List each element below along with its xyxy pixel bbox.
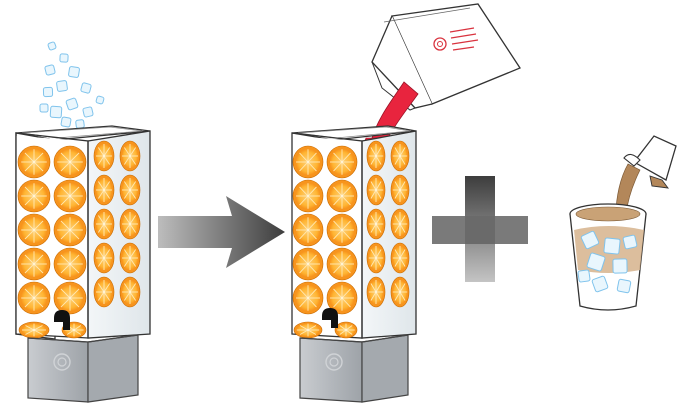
orange-slice xyxy=(53,145,87,179)
package-label xyxy=(433,27,479,51)
right-arrow-icon xyxy=(158,196,285,268)
orange-slice xyxy=(292,281,324,315)
orange-slice xyxy=(334,321,358,339)
ice-cube xyxy=(616,278,632,294)
dispenser-right xyxy=(291,125,417,403)
orange-slice xyxy=(17,213,51,247)
iced-cup-icon xyxy=(569,203,647,311)
ice-cube xyxy=(49,105,63,119)
orange-slice xyxy=(53,281,87,315)
orange-slice xyxy=(390,140,410,172)
orange-slice xyxy=(292,213,324,247)
ice-cube xyxy=(44,64,56,76)
orange-slice xyxy=(366,242,386,274)
orange-slice xyxy=(390,242,410,274)
ice-cube xyxy=(75,119,85,129)
ice-cube xyxy=(82,106,94,118)
ice-cube xyxy=(586,252,606,272)
orange-slice xyxy=(326,281,358,315)
ice-cube xyxy=(580,230,600,250)
ice-cube xyxy=(59,53,69,63)
ice-pile xyxy=(39,41,105,129)
ice-cube xyxy=(603,237,621,255)
ice-cube xyxy=(95,95,105,105)
brand-logo xyxy=(53,353,71,371)
orange-slice xyxy=(93,276,115,308)
ice-cube xyxy=(60,116,72,128)
ice-cube xyxy=(612,258,628,274)
orange-slice xyxy=(119,276,141,308)
orange-slice xyxy=(119,174,141,206)
orange-slice xyxy=(326,179,358,213)
orange-slice xyxy=(93,174,115,206)
dispenser-left xyxy=(15,41,151,403)
orange-slice xyxy=(93,140,115,172)
plus-icon xyxy=(432,176,528,282)
orange-slice xyxy=(366,276,386,308)
cup-ice-cubes xyxy=(577,230,638,294)
ice-cube xyxy=(80,82,92,94)
ice-cube xyxy=(622,234,638,250)
orange-slice xyxy=(119,242,141,274)
orange-slice xyxy=(366,140,386,172)
orange-slice xyxy=(53,247,87,281)
ice-cube xyxy=(39,103,49,113)
ice-cube xyxy=(56,80,68,92)
orange-slice xyxy=(390,174,410,206)
orange-slice xyxy=(292,145,324,179)
orange-slice xyxy=(292,179,324,213)
orange-slice xyxy=(390,276,410,308)
orange-slice xyxy=(53,179,87,213)
orange-slice xyxy=(326,213,358,247)
orange-slice xyxy=(119,140,141,172)
orange-slice xyxy=(17,145,51,179)
brand-logo xyxy=(325,353,343,371)
orange-slice xyxy=(18,321,50,339)
orange-slice xyxy=(292,247,324,281)
orange-slice xyxy=(366,208,386,240)
ice-cube xyxy=(65,97,79,111)
orange-slice xyxy=(17,247,51,281)
orange-slice xyxy=(390,208,410,240)
orange-slice xyxy=(119,208,141,240)
orange-slice xyxy=(93,208,115,240)
orange-slice xyxy=(326,247,358,281)
orange-slice xyxy=(93,242,115,274)
ice-cube xyxy=(591,275,609,293)
orange-slice xyxy=(293,321,323,339)
ice-cube xyxy=(577,269,591,283)
orange-infused-dispenser-icon xyxy=(15,125,151,403)
pouring-pitcher-icon xyxy=(615,135,677,215)
orange-slices xyxy=(292,140,410,339)
orange-slice xyxy=(366,174,386,206)
orange-slice xyxy=(17,179,51,213)
ice-cube xyxy=(42,86,54,98)
ice-cube xyxy=(68,66,80,78)
orange-slice xyxy=(326,145,358,179)
orange-slice xyxy=(17,281,51,315)
orange-slice xyxy=(53,213,87,247)
orange-infused-dispenser-icon xyxy=(291,125,417,403)
orange-slices xyxy=(17,140,141,339)
ice-cube xyxy=(47,41,57,51)
